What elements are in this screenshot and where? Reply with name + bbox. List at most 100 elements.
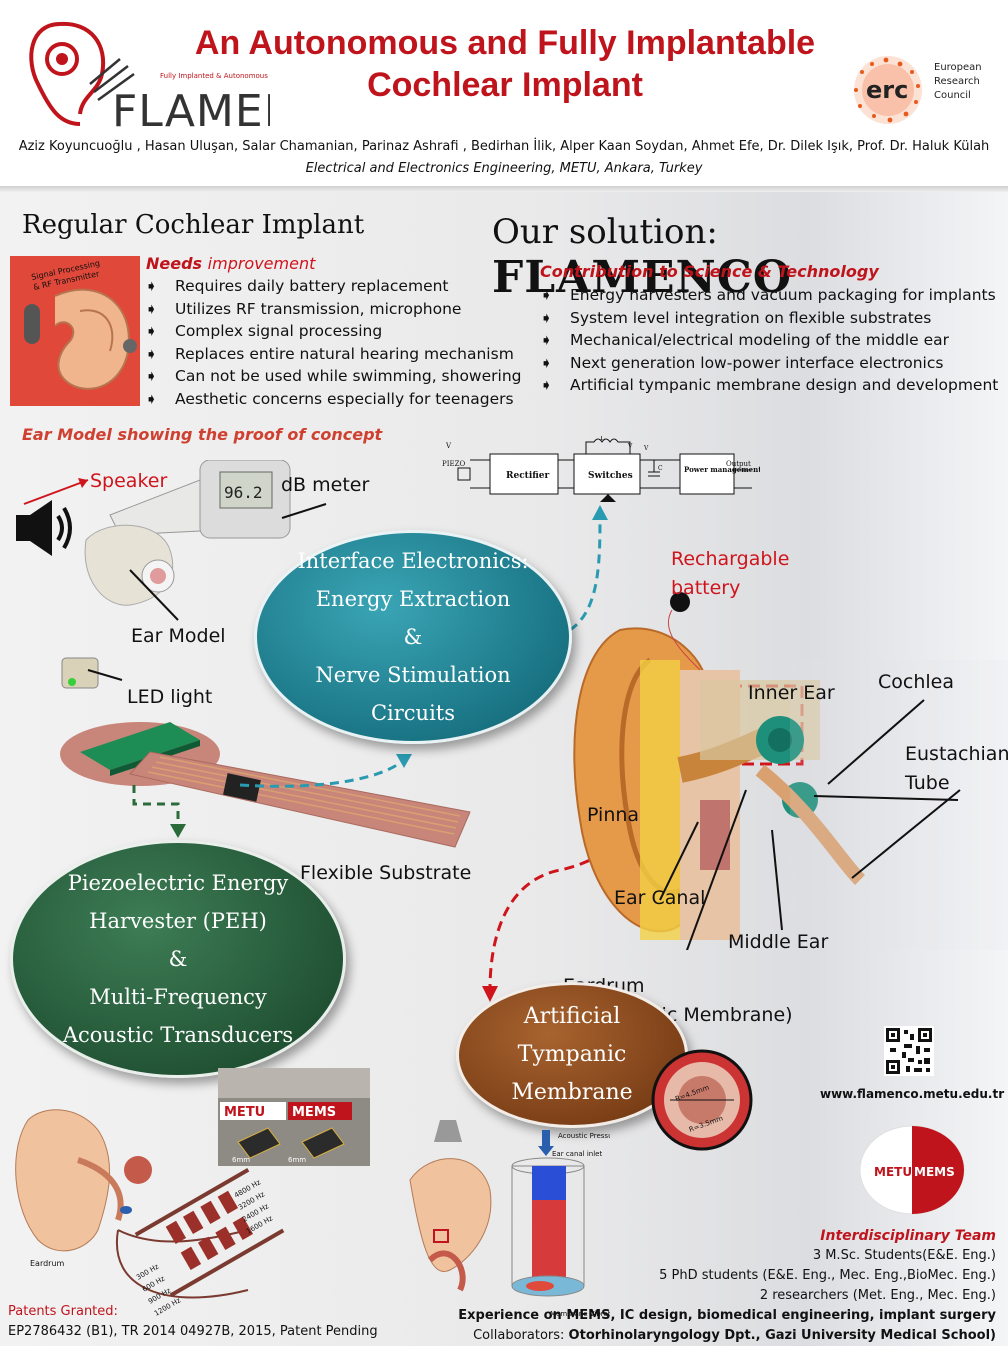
list-item: Artificial tympanic membrane design and …: [540, 374, 998, 397]
ellipse-line: Piezoelectric Energy: [67, 871, 289, 895]
battery-label-2: battery: [671, 577, 741, 599]
cochlea-label: Cochlea: [878, 671, 954, 693]
collab-value: Otorhinolaryngology Dpt., Gazi Universit…: [568, 1328, 996, 1343]
circuit-cbuf: C: [658, 465, 663, 472]
circuit-switches: Switches: [588, 471, 633, 481]
list-item: Next generation low-power interface elec…: [540, 352, 998, 375]
circuit-vstorage: V: [643, 445, 649, 452]
collaborators-line: Collaborators: Otorhinolaryngology Dpt.,…: [458, 1326, 996, 1346]
list-item: Utilizes RF transmission, microphone: [145, 298, 521, 321]
inner-ear-label: Inner Ear: [748, 682, 835, 704]
circuit-rectifier: Rectifier: [506, 471, 550, 481]
erc-logo: erc European Research Council: [854, 56, 982, 124]
chip-logo-a: METU: [224, 1105, 265, 1120]
ellipse-line: Energy Extraction: [315, 587, 511, 611]
ellipse-line: &: [403, 625, 423, 649]
ellipse-line: Multi-Frequency: [89, 985, 267, 1009]
flamenco-logo: FLAMENCO Fully Implanted & Autonomous CI: [29, 21, 270, 134]
list-item: Aesthetic concerns especially for teenag…: [145, 388, 521, 411]
ellipse-line: Membrane: [511, 1080, 633, 1105]
title-line-1: An Autonomous and Fully Implantable: [194, 24, 816, 62]
membrane-vibration-label: Membrane Vibration: [550, 1310, 610, 1318]
patents-text: EP2786432 (B1), TR 2014 04927B, 2015, Pa…: [8, 1324, 378, 1339]
team-line: 5 PhD students (E&E. Eng., Mec. Eng.,Bio…: [659, 1268, 996, 1283]
page-title: An Autonomous and Fully Implantable Coch…: [150, 22, 860, 106]
led-board-icon: [61, 657, 99, 689]
interface-electronics-ellipse: Interface Electronics: Energy Extraction…: [254, 530, 572, 744]
transducer-figure: Eardrum 4800 Hz 3200 Hz 2400 Hz 1600 Hz …: [15, 1109, 285, 1318]
artificial-membrane-ellipse: Artificial Tympanic Membrane: [456, 982, 688, 1128]
regular-bullets: Requires daily battery replacement Utili…: [145, 275, 521, 410]
header-divider: [0, 186, 1008, 192]
logo-tagline: Fully Implanted & Autonomous CI: [160, 72, 270, 80]
circuit-piezo: PIEZO: [442, 460, 465, 468]
team-title: Interdisciplinary Team: [820, 1228, 996, 1244]
meter-reading: 96.2: [224, 483, 263, 502]
ellipse-line: Harvester (PEH): [89, 909, 267, 933]
ear-model-icon: [84, 524, 175, 606]
team-line: 3 M.Sc. Students(E&E. Eng.): [812, 1248, 996, 1263]
membrane-photo: R=4.5mm R=3.5mm: [651, 1049, 753, 1151]
circuit-l: L: [600, 436, 605, 442]
eardrum-small-label: Eardrum: [30, 1259, 65, 1268]
team-section: Interdisciplinary Team 3 M.Sc. Students(…: [458, 1226, 996, 1346]
acoustic-pressure-label: Acoustic Pressure: [558, 1132, 610, 1140]
contribution-heading: Contribution to Science & Technology: [540, 262, 879, 281]
regular-implant-image: Signal Processing & RF Transmitter: [10, 256, 140, 406]
pinna-label: Pinna: [587, 804, 640, 826]
eustachian-label-2: Tube: [905, 772, 950, 794]
led-label: LED light: [127, 686, 213, 708]
logo-mems: MEMS: [914, 1165, 955, 1179]
ellipse-line: Tympanic: [517, 1042, 627, 1067]
eustachian-label-1: Eustachian: [905, 743, 1008, 765]
erc-line-1: European: [934, 62, 982, 73]
metu-mems-logo: METU MEMS: [859, 1125, 965, 1215]
needs-improvement-heading: Needs improvement: [146, 254, 315, 273]
simulation-figure: Acoustic Pressure Ear canal inlet Membra…: [409, 1120, 610, 1318]
canal-inlet-label: Ear canal inlet: [552, 1150, 602, 1158]
ellipse-line: Circuits: [370, 701, 456, 725]
db-meter-label: dB meter: [281, 474, 370, 496]
ear-model-label: Ear Model: [131, 625, 226, 647]
erc-wordmark: erc: [866, 76, 908, 104]
ear-model-caption: Ear Model showing the proof of concept: [22, 425, 383, 444]
solution-title-prefix: Our solution:: [492, 212, 718, 252]
erc-line-2: Research: [934, 76, 980, 87]
website-link[interactable]: www.flamenco.metu.edu.tr: [820, 1087, 1005, 1101]
experience-line: Experience on MEMS, IC design, biomedica…: [458, 1308, 996, 1323]
ear-model-figure: 96.2: [16, 460, 327, 689]
solution-bullets: Energy harvesters and vacuum packaging f…: [540, 284, 998, 397]
subhead-improvement: improvement: [207, 254, 316, 273]
flexible-substrate-figure: [60, 722, 471, 848]
ellipse-line: Interface Electronics:: [297, 549, 529, 573]
list-item: Mechanical/electrical modeling of the mi…: [540, 329, 998, 352]
circuit-power: Power management: [684, 465, 760, 474]
db-meter-icon: 96.2: [109, 460, 291, 539]
team-line: 2 researchers (Met. Eng., Mec. Eng.): [759, 1288, 996, 1303]
speaker-label: Speaker: [90, 470, 168, 492]
ellipse-line: &: [168, 947, 188, 971]
list-item: Complex signal processing: [145, 320, 521, 343]
chip-photo: METU MEMS 6mm 6mm: [218, 1068, 370, 1166]
battery-label-1: Rechargable: [671, 548, 790, 570]
ellipse-line: Acoustic Transducers: [62, 1023, 294, 1047]
subhead-needs: Needs: [146, 254, 203, 273]
chip-logo-b: MEMS: [292, 1105, 336, 1120]
list-item: Can not be used while swimming, showerin…: [145, 365, 521, 388]
logo-wordmark: FLAMENCO: [112, 86, 270, 134]
peh-ellipse: Piezoelectric Energy Harvester (PEH) & M…: [10, 840, 346, 1078]
collab-label: Collaborators:: [473, 1328, 565, 1343]
circuit-vpzt: V: [445, 442, 452, 450]
erc-line-3: Council: [934, 90, 971, 101]
regular-implant-title: Regular Cochlear Implant: [22, 210, 365, 240]
list-item: Replaces entire natural hearing mechanis…: [145, 343, 521, 366]
circuit-vl: V: [627, 443, 633, 450]
circuit-diagram: V PIEZO Rectifier Switches L V V C Power…: [442, 436, 760, 502]
qr-code-icon: [884, 1026, 934, 1076]
middle-ear-label: Middle Ear: [728, 931, 829, 953]
ellipse-line: Artificial: [523, 1004, 621, 1029]
ellipse-line: Nerve Stimulation: [315, 663, 511, 687]
list-item: System level integration on flexible sub…: [540, 307, 998, 330]
speaker-icon: [16, 500, 72, 556]
title-line-2: Cochlear Implant: [367, 66, 643, 104]
